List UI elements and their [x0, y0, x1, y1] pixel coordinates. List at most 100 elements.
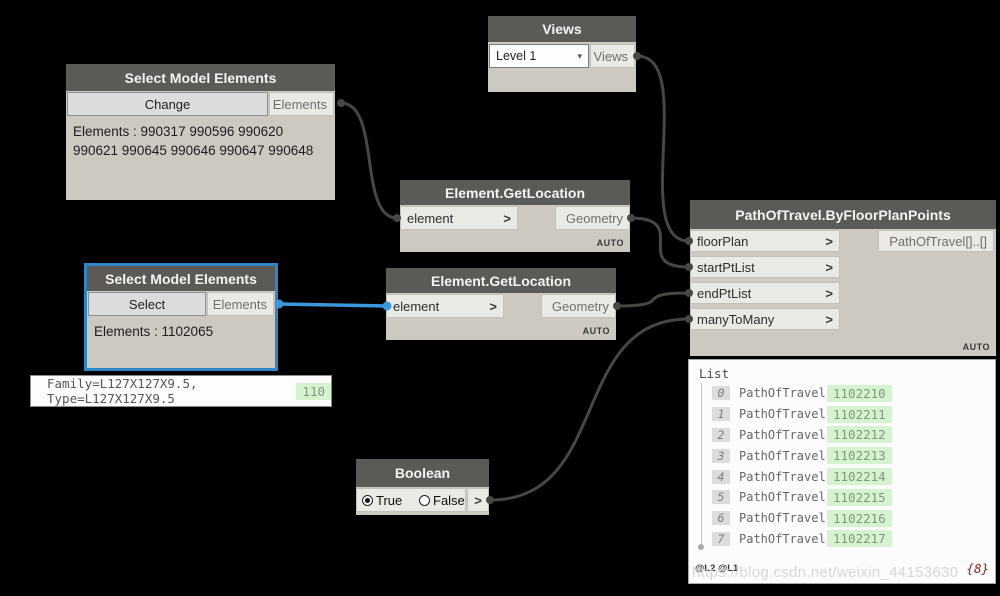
- boolean-false-radio[interactable]: False: [419, 493, 465, 508]
- pathoftravel-input-endptlist[interactable]: endPtList >: [690, 282, 840, 304]
- list-item-type: PathOfTravel: [739, 511, 826, 526]
- list-item-index: 4: [712, 469, 730, 484]
- wire-elements-to-getlocation1[interactable]: [339, 101, 399, 220]
- getlocation-1-input-label: element: [407, 210, 454, 226]
- views-output-port[interactable]: Views: [590, 44, 635, 68]
- chevron-down-icon: ▾: [577, 50, 582, 61]
- wire-boolean-to-manytomany[interactable]: [488, 317, 691, 502]
- list-item-type: PathOfTravel: [739, 469, 826, 484]
- wire-geometry1-to-startptlist[interactable]: [629, 216, 691, 269]
- list-item-value: 1102213: [827, 447, 892, 465]
- pathoftravel-input-label: manyToMany: [697, 311, 775, 327]
- change-button[interactable]: Change: [67, 92, 268, 116]
- chevron-right-icon: >: [825, 311, 833, 327]
- boolean-false-label: False: [433, 492, 465, 508]
- node-select-2-title[interactable]: Select Model Elements: [87, 266, 275, 291]
- list-item-value: 1102215: [827, 488, 892, 506]
- wire-views-to-floorplan[interactable]: [635, 54, 691, 243]
- radio-unchecked-icon[interactable]: [419, 494, 430, 506]
- list-preview-panel[interactable]: List 0 PathOfTravel 1102210 1 PathOfTrav…: [688, 359, 996, 584]
- select-2-elements-value: Elements : 1102065: [94, 324, 214, 339]
- list-item[interactable]: 6 PathOfTravel 1102216: [689, 508, 995, 529]
- lacing-badge[interactable]: AUTO: [596, 238, 624, 248]
- node-select-1-title[interactable]: Select Model Elements: [66, 64, 335, 91]
- pathoftravel-input-label: floorPlan: [697, 233, 749, 249]
- pathoftravel-output-port[interactable]: PathOfTravel[]..[]: [878, 230, 994, 252]
- list-item-type: PathOfTravel: [739, 427, 826, 442]
- list-item-value: 1102210: [827, 384, 892, 402]
- chevron-right-icon: >: [489, 298, 497, 314]
- node-views-title[interactable]: Views: [488, 16, 636, 42]
- select-button[interactable]: Select: [88, 292, 206, 316]
- getlocation-2-input-element[interactable]: element >: [386, 294, 504, 318]
- list-item-value: 1102214: [827, 468, 892, 486]
- views-level-dropdown[interactable]: Level 1 ▾: [489, 44, 589, 68]
- list-root-label: List: [699, 366, 730, 381]
- list-item-index: 0: [712, 386, 730, 401]
- pathoftravel-input-manytomany[interactable]: manyToMany >: [690, 308, 840, 330]
- node-boolean[interactable]: Boolean True False >: [356, 459, 489, 515]
- boolean-true-radio[interactable]: True: [362, 493, 402, 508]
- boolean-true-label: True: [376, 492, 403, 508]
- list-item-index: 6: [712, 511, 730, 526]
- radio-checked-icon[interactable]: [362, 494, 373, 506]
- list-item-type: PathOfTravel: [739, 386, 826, 401]
- list-item-index: 5: [712, 490, 730, 505]
- list-item-value: 1102216: [827, 509, 892, 527]
- list-item[interactable]: 5 PathOfTravel 1102215: [689, 487, 995, 508]
- tree-connector-line: [701, 383, 702, 546]
- node-pathoftravel[interactable]: PathOfTravel.ByFloorPlanPoints floorPlan…: [690, 200, 996, 356]
- list-item-type: PathOfTravel: [739, 448, 826, 463]
- views-level-dropdown-value: Level 1: [496, 49, 537, 63]
- element-preview-tooltip: Family=L127X127X9.5, Type=L127X127X9.5 1…: [30, 375, 332, 407]
- pathoftravel-input-label: startPtList: [697, 259, 755, 275]
- pathoftravel-input-startptlist[interactable]: startPtList >: [690, 256, 840, 278]
- getlocation-2-output-geometry[interactable]: Geometry: [541, 294, 616, 318]
- wire-geometry2-to-endptlist[interactable]: [615, 291, 691, 308]
- pathoftravel-input-floorplan[interactable]: floorPlan >: [690, 230, 840, 252]
- node-element-getlocation-2[interactable]: Element.GetLocation element > Geometry A…: [386, 268, 616, 340]
- getlocation-1-title[interactable]: Element.GetLocation: [400, 180, 630, 205]
- boolean-body: True False: [356, 488, 466, 512]
- watermark-text: https://blog.csdn.net/weixin_44153630: [692, 564, 959, 581]
- list-item[interactable]: 0 PathOfTravel 1102210: [689, 383, 995, 404]
- lacing-badge[interactable]: AUTO: [962, 342, 990, 352]
- list-rows: 0 PathOfTravel 1102210 1 PathOfTravel 11…: [689, 383, 995, 549]
- chevron-right-icon: >: [825, 259, 833, 275]
- select-1-output-label: Elements: [272, 96, 327, 112]
- getlocation-1-input-element[interactable]: element >: [400, 206, 518, 230]
- wire-selected-elements-to-getlocation2[interactable]: [277, 302, 389, 308]
- getlocation-1-output-geometry[interactable]: Geometry: [555, 206, 630, 230]
- boolean-title[interactable]: Boolean: [356, 459, 489, 487]
- boolean-output-label: >: [474, 492, 482, 508]
- node-element-getlocation-1[interactable]: Element.GetLocation element > Geometry A…: [400, 180, 630, 252]
- lacing-badge[interactable]: AUTO: [582, 326, 610, 336]
- list-item[interactable]: 7 PathOfTravel 1102217: [689, 529, 995, 550]
- list-count-badge: {8}: [966, 561, 989, 576]
- list-item[interactable]: 4 PathOfTravel 1102214: [689, 466, 995, 487]
- node-views[interactable]: Views Level 1 ▾ Views: [488, 16, 636, 92]
- list-item[interactable]: 3 PathOfTravel 1102213: [689, 445, 995, 466]
- list-item-value: 1102211: [827, 405, 892, 423]
- node-select-model-elements-1[interactable]: Select Model Elements Change Elements El…: [66, 64, 335, 200]
- pathoftravel-input-label: endPtList: [697, 285, 752, 301]
- list-item-value: 1102212: [827, 426, 892, 444]
- chevron-right-icon: >: [825, 233, 833, 249]
- lacing-levels-label[interactable]: @L2 @L1: [695, 563, 739, 574]
- tree-end-dot: [698, 544, 704, 550]
- select-2-output-port[interactable]: Elements: [207, 292, 274, 316]
- wire-end-nubs-selected: [274, 299, 392, 311]
- list-item-type: PathOfTravel: [739, 531, 826, 546]
- list-item[interactable]: 2 PathOfTravel 1102212: [689, 425, 995, 446]
- pathoftravel-title[interactable]: PathOfTravel.ByFloorPlanPoints: [690, 200, 996, 229]
- list-item[interactable]: 1 PathOfTravel 1102211: [689, 404, 995, 425]
- list-item-index: 7: [712, 531, 730, 546]
- chevron-right-icon: >: [503, 210, 511, 226]
- node-select-model-elements-2[interactable]: Select Model Elements Select Elements El…: [84, 263, 278, 371]
- select-1-output-port[interactable]: Elements: [269, 92, 334, 116]
- boolean-output-port[interactable]: >: [467, 488, 489, 512]
- getlocation-2-title[interactable]: Element.GetLocation: [386, 268, 616, 293]
- getlocation-1-output-label: Geometry: [565, 210, 623, 226]
- list-item-value: 1102217: [827, 530, 892, 548]
